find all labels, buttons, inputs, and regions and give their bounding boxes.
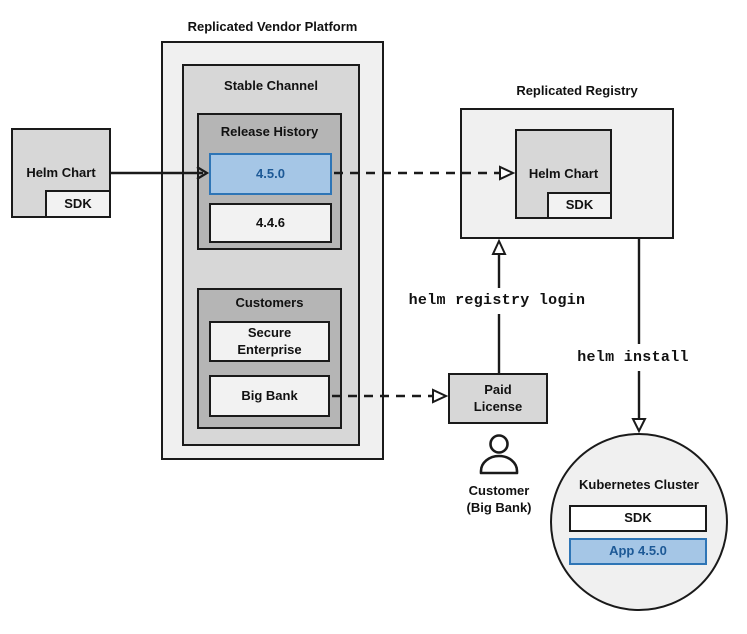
vendor-platform-title: Replicated Vendor Platform [187,19,358,34]
person-icon [479,434,519,475]
customer-item-big-bank: Big Bank [209,375,330,417]
source-sdk-box: SDK [45,190,111,218]
command-registry-login: helm registry login [408,292,586,309]
paid-license-box: Paid License [448,373,548,424]
source-sdk-label: SDK [64,195,92,211]
registry-sdk-label: SDK [565,197,594,213]
command-install: helm install [577,349,689,366]
kubernetes-app-box: App 4.5.0 [569,538,707,565]
registry-title: Replicated Registry [516,83,638,98]
registry-sdk-box: SDK [547,192,612,219]
customer-caption: Customer (Big Bank) [466,483,532,515]
registry-helm-chart-label: Helm Chart [528,165,599,181]
release-item-previous: 4.4.6 [209,203,332,243]
kubernetes-title: Kubernetes Cluster [579,477,699,492]
release-history-title: Release History [220,124,319,139]
arrow-registry-to-cluster [631,239,647,434]
kubernetes-sdk-box: SDK [569,505,707,532]
customer-item-secure-enterprise: Secure Enterprise [209,321,330,362]
registry-helm-chart-box: Helm Chart SDK [515,129,612,219]
customers-title: Customers [235,295,304,310]
source-helm-chart-label: Helm Chart [26,164,96,180]
stable-channel-title: Stable Channel [224,78,318,93]
source-helm-chart-box: Helm Chart SDK [11,128,111,218]
release-item-current: 4.5.0 [209,153,332,195]
